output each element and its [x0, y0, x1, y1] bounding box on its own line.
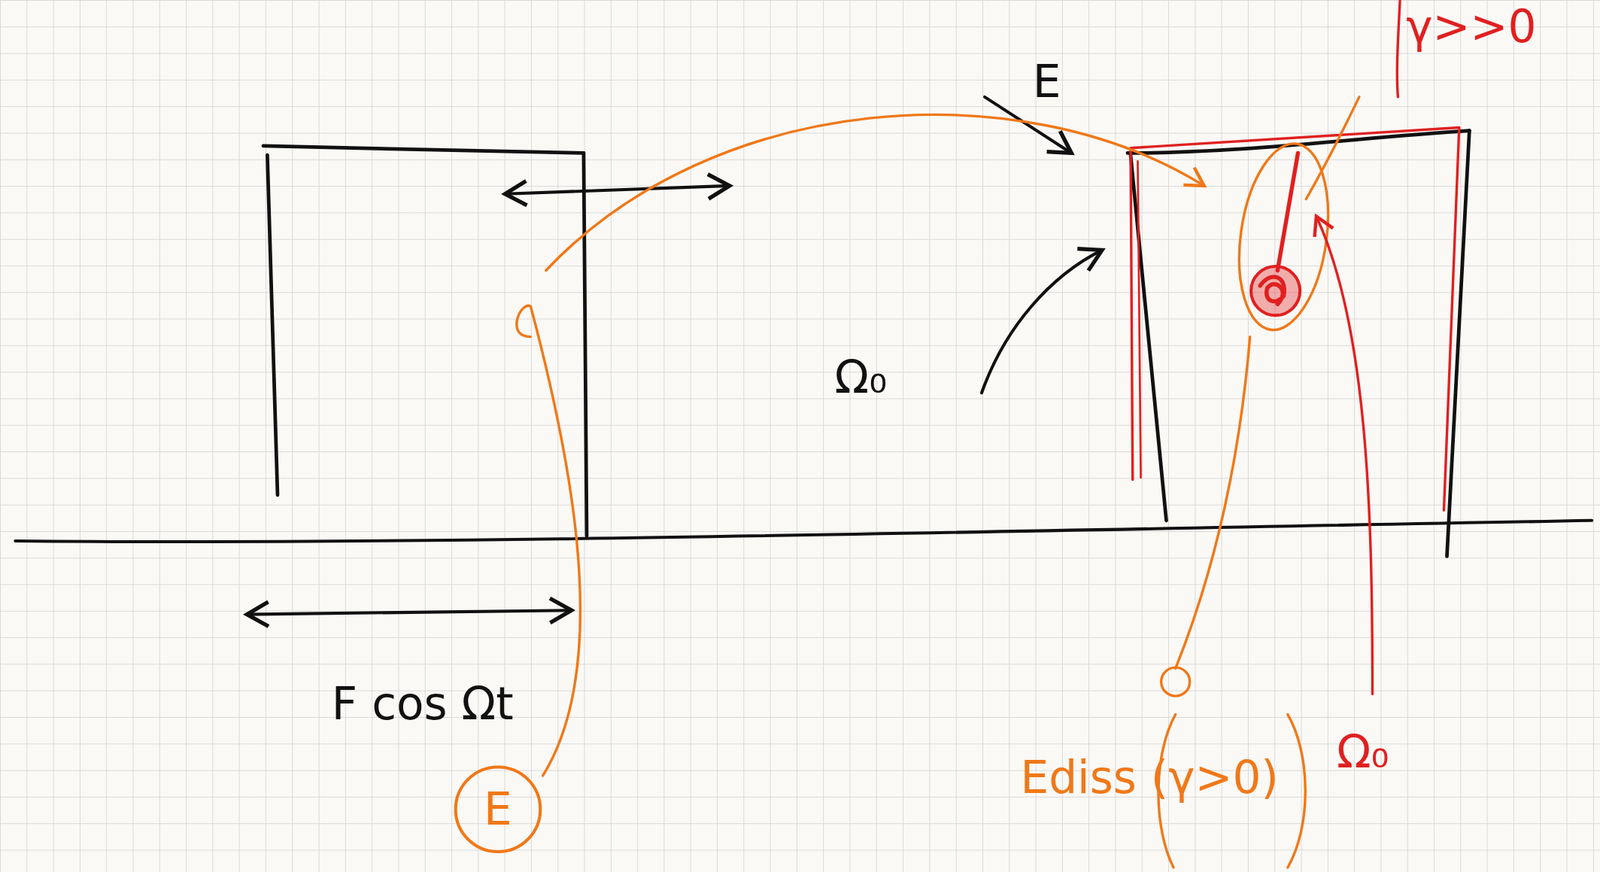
circled-label: E: [454, 765, 543, 854]
eigenfrequency-label: Ω₀: [834, 355, 888, 401]
damping-label: γ>>0: [1405, 3, 1537, 49]
driving-force-label: F cos Ωt: [331, 681, 514, 727]
eigenfrequency-label: Ω₀: [1336, 729, 1390, 775]
energy-label: E: [1032, 59, 1062, 105]
node-text: E: [483, 786, 513, 832]
dissipated-energy-label: Ediss (γ>0): [1020, 755, 1279, 801]
ground-line: [15, 520, 1592, 542]
